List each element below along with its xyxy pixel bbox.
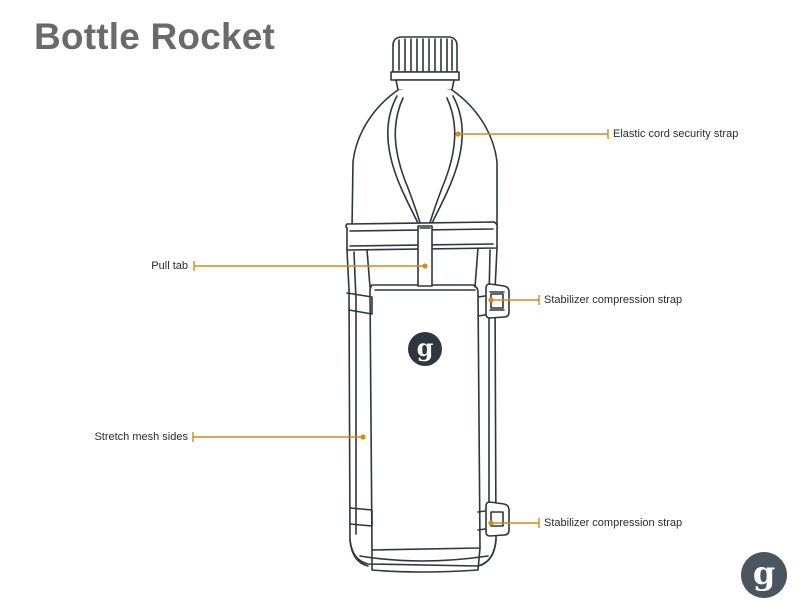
- callout-pull-tab: Pull tab: [151, 260, 188, 272]
- lower-buckle: [485, 501, 510, 537]
- stabilizer-strap-upper: [346, 292, 373, 315]
- corner-g-logo-icon: g: [741, 552, 787, 598]
- front-panel: [369, 284, 481, 551]
- svg-text:g: g: [753, 554, 775, 592]
- callout-stabilizer-strap-upper: Stabilizer compression strap: [544, 294, 683, 306]
- bottle-cap: [390, 36, 460, 81]
- callout-stabilizer-strap-lower: Stabilizer compression strap: [544, 517, 683, 529]
- center-logo: g: [408, 332, 442, 366]
- stabilizer-strap-lower: [349, 507, 373, 527]
- holder-left-side: [346, 249, 369, 567]
- elastic-cord: [387, 95, 423, 233]
- bottom-band: [349, 539, 497, 567]
- callout-elastic-cord-strap: Elastic cord security strap: [613, 128, 739, 140]
- pull-tab: [417, 225, 433, 287]
- page-title: Bottle Rocket: [34, 16, 276, 57]
- callout-stretch-mesh-sides: Stretch mesh sides: [94, 431, 188, 443]
- g-logo-icon: g: [417, 333, 434, 362]
- bottle-shoulder: [351, 89, 498, 229]
